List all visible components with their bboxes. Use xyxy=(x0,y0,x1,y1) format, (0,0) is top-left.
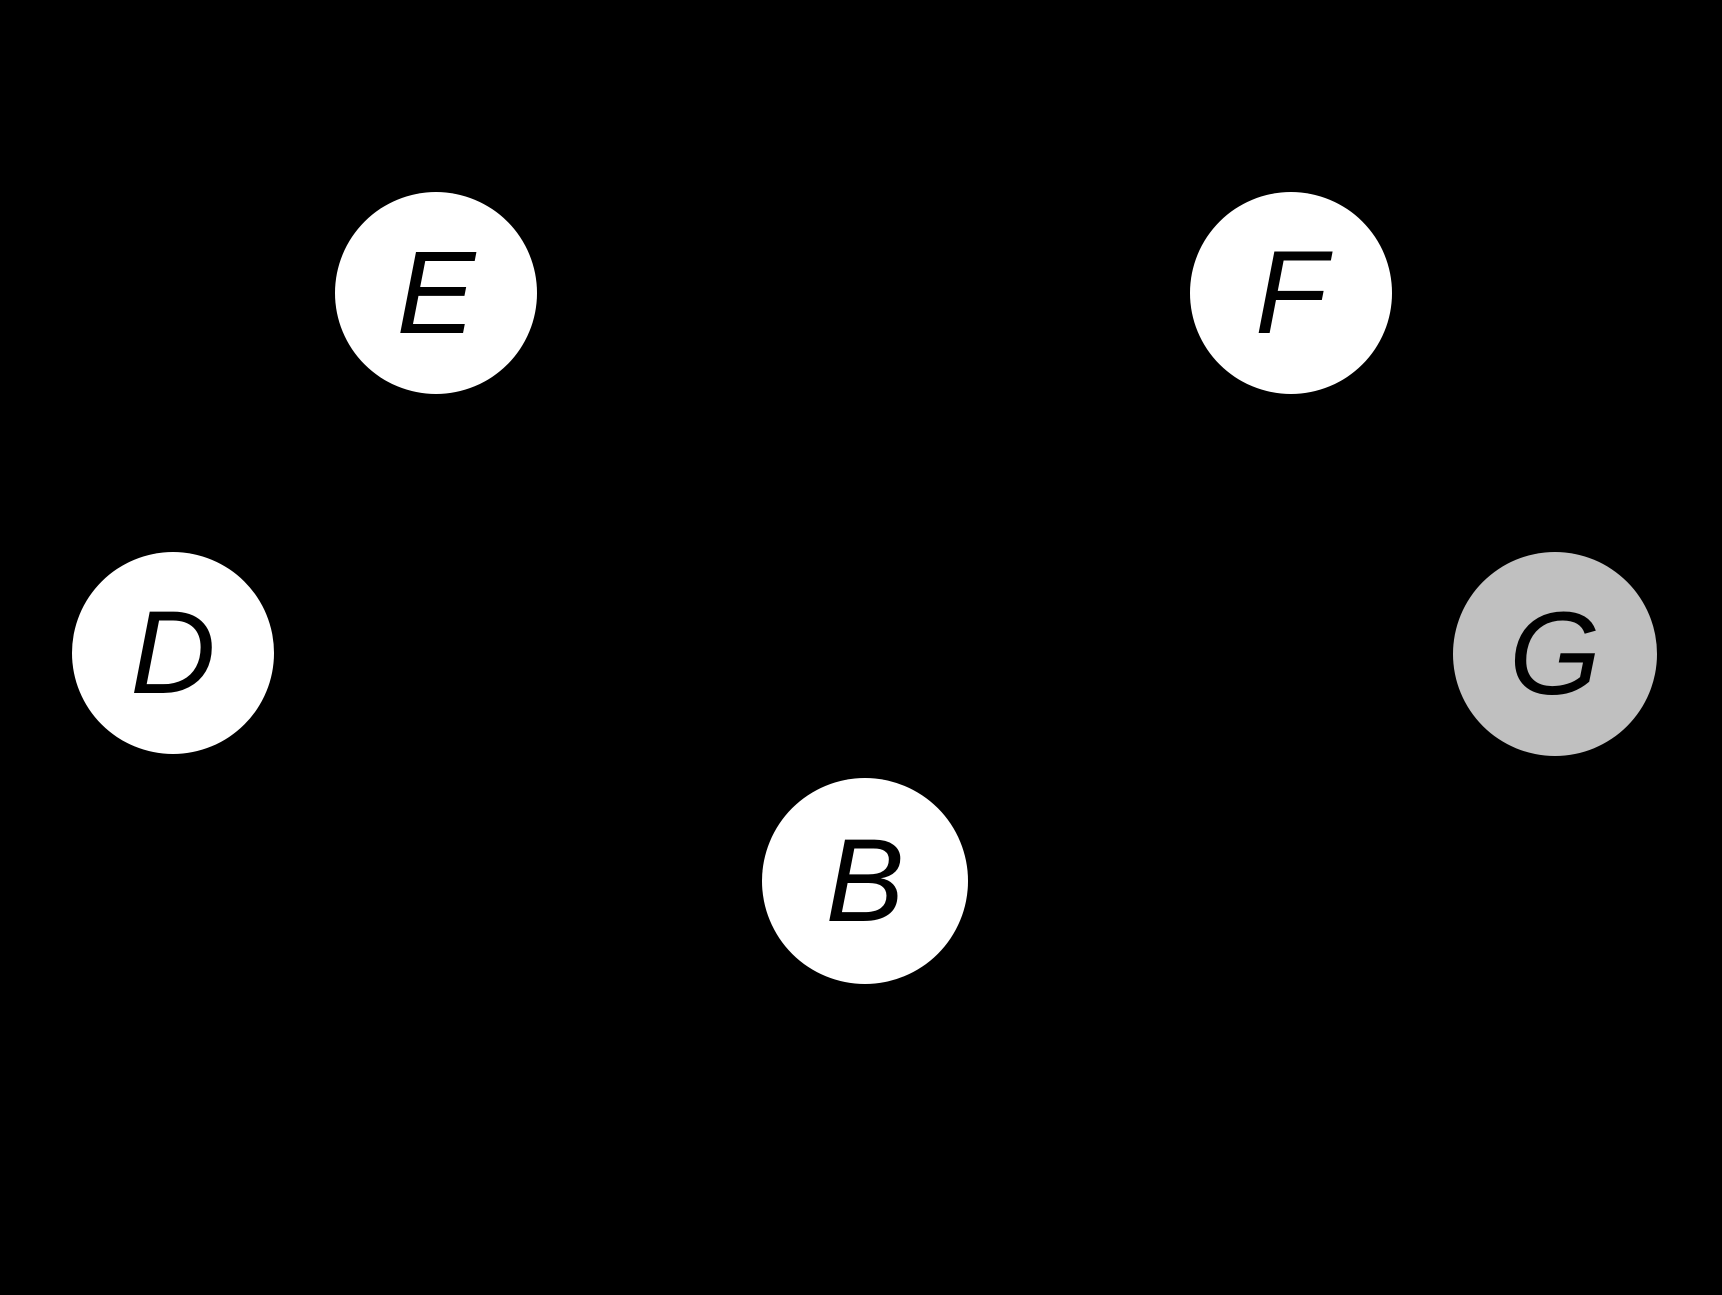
node-D: D xyxy=(72,552,274,754)
node-G: G xyxy=(1453,552,1657,756)
node-B-label: B xyxy=(825,815,905,947)
node-D-label: D xyxy=(130,587,216,719)
node-E-label: E xyxy=(396,227,476,359)
node-F-label: F xyxy=(1254,227,1328,359)
node-F: F xyxy=(1190,192,1392,394)
node-B: B xyxy=(762,778,968,984)
node-G-label: G xyxy=(1509,588,1601,720)
node-E: E xyxy=(335,192,537,394)
